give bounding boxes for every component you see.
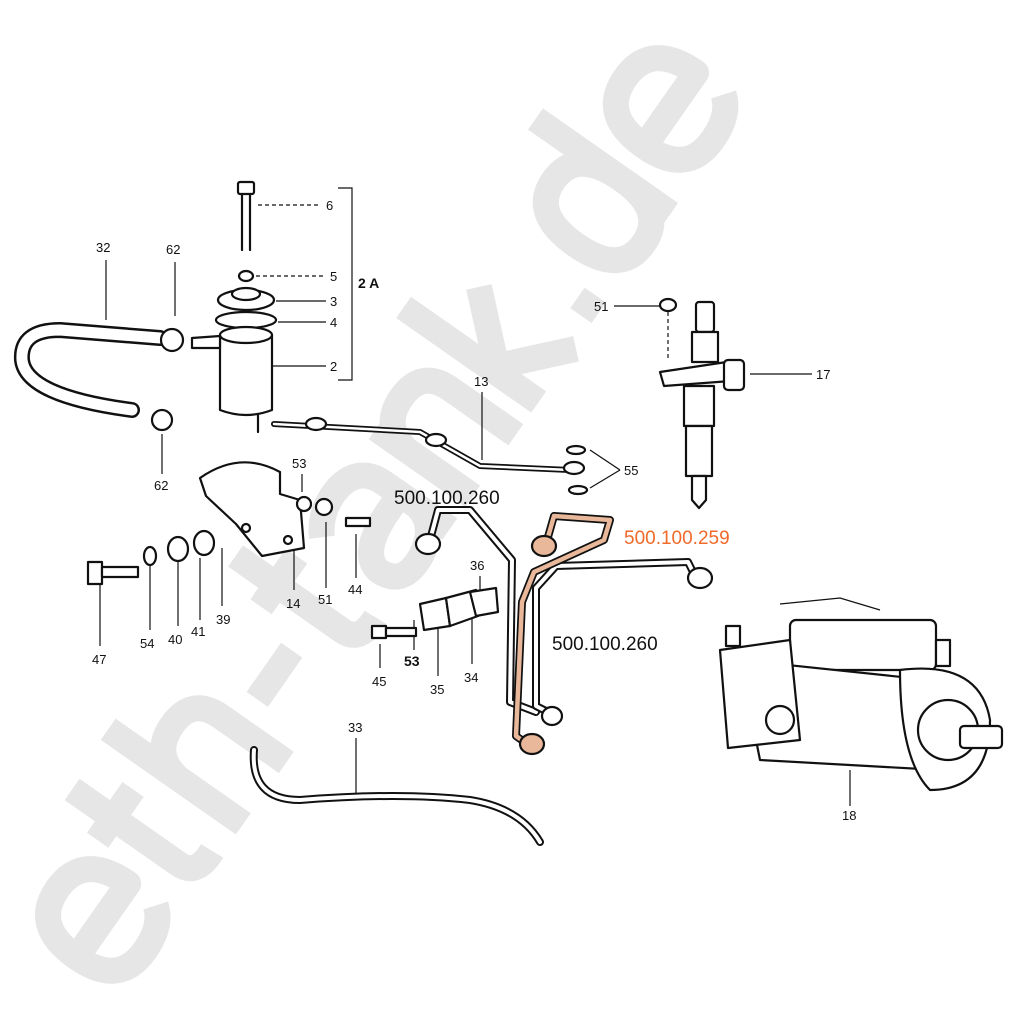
callout-44: 44 [348,582,362,597]
pipe-clamp [370,586,500,640]
callout-53-top: 53 [292,456,306,471]
callout-34: 34 [464,670,478,685]
callout-53-bottom: 53 [404,653,420,669]
part-number-pipe-b[interactable]: 500.100.260 [552,634,658,655]
callout-6: 6 [326,198,333,213]
callout-33: 33 [348,720,362,735]
highlighted-pipe-500-100-259 [513,513,613,749]
injection-pump-18 [718,597,1004,792]
callout-18: 18 [842,808,856,823]
callout-47: 47 [92,652,106,667]
callout-62-bottom: 62 [154,478,168,493]
bracket-2a [338,187,353,381]
callout-36: 36 [470,558,484,573]
injection-pipes [414,506,714,756]
injector-17 [658,297,746,510]
callout-40: 40 [168,632,182,647]
leader-lines [99,204,851,806]
callout-51-top: 51 [594,299,608,314]
callout-51-bottom: 51 [318,592,332,607]
callout-41: 41 [191,624,205,639]
callout-13: 13 [474,374,488,389]
part-number-pipe-a[interactable]: 500.100.260 [394,488,500,509]
fuel-filter [190,180,278,434]
callout-39: 39 [216,612,230,627]
clamp-62 [150,327,185,432]
part-number-highlighted-pipe[interactable]: 500.100.259 [624,528,730,549]
callout-35: 35 [430,682,444,697]
watermark-logo [35,45,739,984]
callout-32: 32 [96,240,110,255]
callout-54: 54 [140,636,154,651]
callout-2: 2 [330,359,337,374]
callout-55: 55 [624,463,638,478]
callout-labels: 6 5 3 4 2 2 A 32 62 62 13 55 51 17 53 36… [92,198,856,823]
callout-45: 45 [372,674,386,689]
callout-4: 4 [330,315,337,330]
callout-17: 17 [816,367,830,382]
callout-62-top: 62 [166,242,180,257]
hose-32 [13,322,168,418]
callout-3: 3 [330,294,337,309]
bracket-14 [86,461,372,586]
callout-5: 5 [330,269,337,284]
hose-33 [249,746,544,846]
callout-14: 14 [286,596,300,611]
callout-2a: 2 A [358,275,379,291]
leak-off-pipe-13 [271,416,589,496]
